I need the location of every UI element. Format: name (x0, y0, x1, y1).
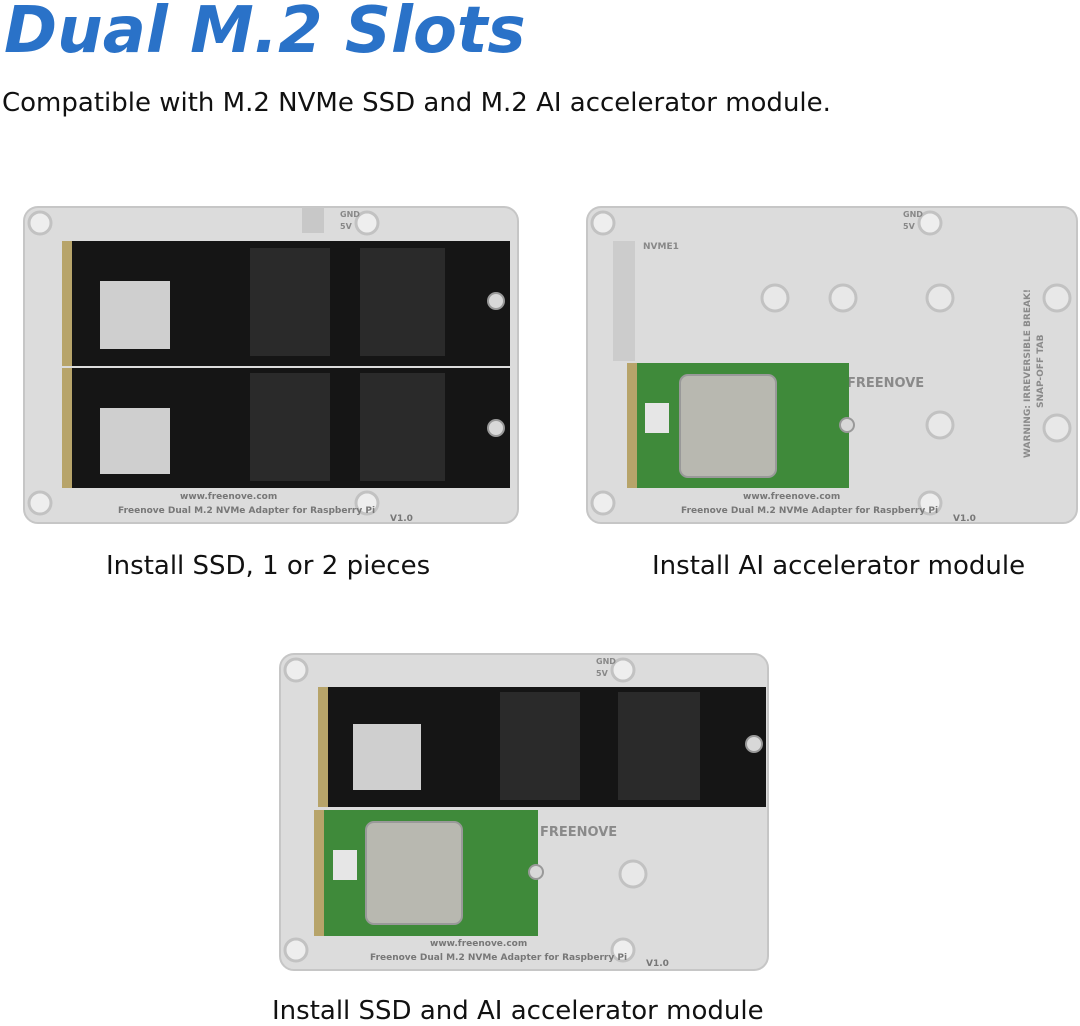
adapter-board-image-2: NVME1 GND 5V FREENOVE WARNING: IRREVERSI… (586, 206, 1078, 524)
gnd-label: GND (340, 210, 360, 219)
board-name-3: Freenove Dual M.2 NVMe Adapter for Raspb… (370, 953, 627, 963)
panel-ssd-two: GND 5V www.freenove.com Freenove Dual M.… (22, 203, 522, 528)
caption-ssd-two: Install SSD, 1 or 2 pieces (106, 551, 431, 581)
warning-label: WARNING: IRREVERSIBLE BREAK! (1023, 289, 1033, 458)
board-name-2: Freenove Dual M.2 NVMe Adapter for Raspb… (681, 506, 938, 516)
brand-label-3: FREENOVE (540, 825, 617, 840)
board-url: www.freenove.com (180, 492, 277, 502)
board-version-3: V1.0 (646, 959, 669, 969)
ai-accelerator-module-2 (314, 810, 544, 936)
gnd-label-3: GND (596, 657, 616, 666)
ssd-module-3 (318, 687, 766, 807)
board-url-2: www.freenove.com (743, 492, 840, 502)
slot-label: NVME1 (643, 242, 679, 252)
board-version-2: V1.0 (953, 514, 976, 524)
board-url-3: www.freenove.com (430, 939, 527, 949)
gnd-label-2: GND (903, 210, 923, 219)
adapter-board-image-3: GND 5V FREENOVE www.freenove.com Freenov… (279, 653, 769, 971)
caption-ai-module: Install AI accelerator module (652, 551, 1026, 581)
brand-label: FREENOVE (847, 376, 924, 391)
ssd-module-2 (62, 368, 510, 488)
v5-label-2: 5V (903, 222, 916, 231)
board-version: V1.0 (390, 514, 413, 524)
page-title: Dual M.2 Slots (4, 0, 526, 68)
ssd-module-1 (62, 241, 510, 366)
snap-label: SNAP-OFF TAB (1036, 334, 1046, 408)
adapter-board-image-1: GND 5V www.freenove.com Freenove Dual M.… (23, 206, 519, 524)
caption-ssd-and-ai: Install SSD and AI accelerator module (272, 996, 764, 1026)
panel-ai-module: NVME1 GND 5V FREENOVE WARNING: IRREVERSI… (585, 203, 1080, 528)
v5-label: 5V (340, 222, 353, 231)
board-name: Freenove Dual M.2 NVMe Adapter for Raspb… (118, 506, 375, 516)
ai-accelerator-module (627, 363, 855, 488)
v5-label-3: 5V (596, 669, 609, 678)
panel-ssd-and-ai: GND 5V FREENOVE www.freenove.com Freenov… (278, 652, 773, 974)
page-subtitle: Compatible with M.2 NVMe SSD and M.2 AI … (2, 88, 831, 118)
